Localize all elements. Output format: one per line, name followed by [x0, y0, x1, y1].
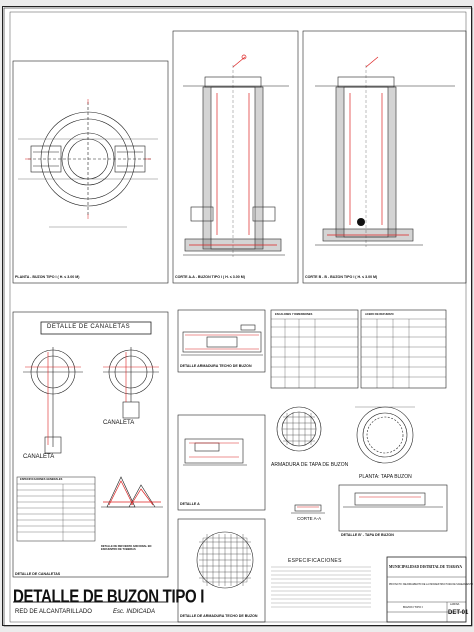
- title-block-project: PROYECTO: MEJORAMIENTO DE LA INFRAESTRUC…: [389, 584, 473, 586]
- title-block-sheet-label: LAMINA: [450, 603, 460, 606]
- armadura-techo-red: [185, 334, 259, 350]
- escalones-table: [270, 309, 359, 389]
- corte-aa-tapa: [291, 504, 325, 514]
- section-bb-red-rebar: [327, 56, 409, 236]
- plan-red-marks: [25, 99, 151, 219]
- title-block: [386, 556, 467, 623]
- especificaciones-heading: ESPECIFICACIONES: [288, 558, 342, 564]
- specs-table: [16, 476, 96, 542]
- section-bb-caption: CORTE B - B - BUZON TIPO I ( H. ≤ 3.00 M…: [305, 275, 378, 279]
- section-aa-caption: CORTE A-A - BUZON TIPO I ( H. ≤ 3.00 M): [175, 275, 245, 279]
- armadura-2-caption: DETALLE DE ARMADURA TECHO DE BUZON: [180, 614, 258, 618]
- canaletas-caption: DETALLE DE CANALETAS: [15, 572, 61, 576]
- specs-table-rows: [17, 483, 95, 541]
- title-block-code: DET-01: [448, 610, 469, 616]
- canaletas-red: [25, 352, 159, 445]
- acero-table-title: ACERO DE REFUERZO: [365, 313, 394, 316]
- title-block-sheet-name: BUZON TIPO I: [403, 605, 423, 609]
- acero-table: [360, 309, 447, 389]
- drawing-sheet: PLANTA - BUZON TIPO I ( H. ≤ 3.00 M) COR…: [2, 6, 473, 627]
- refuerzo-caption: DETALLE DE REFUERZO ADICIONAL EN ENCUENT…: [101, 545, 152, 551]
- section-bb-panel: [302, 30, 467, 284]
- tapa-red: [297, 496, 421, 508]
- main-subtitle: RED DE ALCANTARILLADO: [15, 609, 92, 615]
- canaleta-label-1: CANALETA: [23, 454, 55, 460]
- armadura-tapa-grid: [282, 412, 316, 446]
- section-aa-panel: [172, 30, 299, 284]
- canaletas-panel: [12, 311, 169, 578]
- refuerzo-detail: [101, 476, 163, 508]
- armadura-2-panel: [177, 518, 266, 623]
- canaletas-title-box: [40, 321, 152, 335]
- detalle-b-caption: DETALLE B' - TAPA DE BUZON: [341, 533, 394, 537]
- armadura-tapa-caption: ARMADURA DE TAPA DE BUZON: [271, 462, 349, 468]
- armadura-2-grid: [199, 534, 251, 586]
- canaletas-box-title: DETALLE DE CANALETAS: [47, 324, 131, 330]
- section-bb-drawing: [315, 65, 455, 247]
- main-title: DETALLE DE BUZON TIPO I: [13, 586, 205, 608]
- plan-caption: PLANTA - BUZON TIPO I ( H. ≤ 3.00 M): [15, 275, 80, 279]
- plan-panel: [12, 60, 169, 284]
- specs-text-lines: [271, 566, 371, 608]
- planta-tapa-caption: PLANTA: TAPA BUZON: [359, 474, 412, 480]
- armadura-techo-drawing: [181, 324, 263, 356]
- section-aa-red-rebar: [189, 54, 277, 246]
- outer-frame: [3, 7, 473, 627]
- scale-label: Esc. INDICADA: [113, 609, 156, 615]
- detalle-a-caption: DETALLE A: [180, 502, 200, 506]
- detalle-a-red: [189, 442, 239, 458]
- section-aa-drawing: [183, 65, 289, 257]
- canaletas-drawings: [23, 347, 159, 454]
- title-block-lines: [387, 576, 466, 622]
- canaleta-label-2: CANALETA: [103, 420, 135, 426]
- drawing-canvas: [3, 7, 473, 627]
- inner-frame: [9, 11, 467, 623]
- section-bb-hatch: [323, 87, 413, 241]
- detalle-b-drawing: [338, 484, 448, 532]
- planta-tapa-drawing: [355, 406, 415, 464]
- specs-table-title: ESPECIFICACIONES GENERALES: [20, 478, 63, 481]
- armadura-techo-caption: DETALLE ARMADURA TECHO DE BUZON: [180, 364, 252, 368]
- title-block-org: MUNICIPALIDAD DISTRITAL DE TIABAYA: [389, 565, 462, 569]
- escalones-table-title: ESCALONES Y DIMENSIONES: [275, 313, 313, 316]
- refuerzo-red: [103, 480, 161, 506]
- plan-view-drawing: [18, 102, 158, 228]
- detalle-a-panel: [177, 414, 266, 511]
- corte-aa-caption: CORTE A-A: [297, 516, 322, 521]
- armadura-techo-panel: [177, 309, 266, 373]
- tables-grid: [271, 318, 446, 388]
